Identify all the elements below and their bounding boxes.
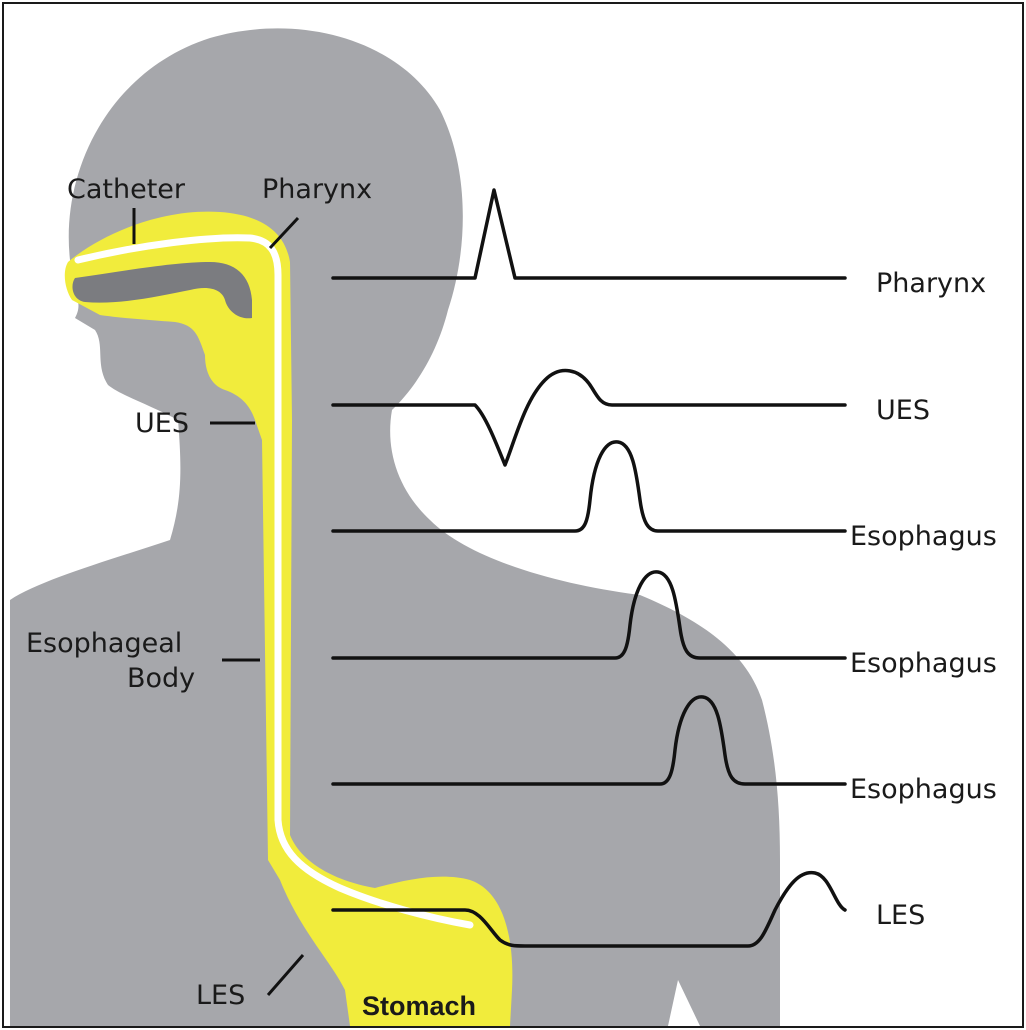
trace-label-esophagus-1: Esophagus xyxy=(850,521,997,552)
trace-label-pharynx: Pharynx xyxy=(876,268,986,299)
stomach-label: Stomach xyxy=(362,991,476,1021)
trace-label-ues: UES xyxy=(876,395,930,426)
esophageal-body-label-line1: Esophageal xyxy=(26,628,182,659)
catheter-label: Catheter xyxy=(67,174,186,205)
trace-label-les: LES xyxy=(876,900,925,931)
trace-label-esophagus-3: Esophagus xyxy=(850,774,997,805)
pharynx-label: Pharynx xyxy=(262,174,372,205)
ues-label: UES xyxy=(135,408,189,439)
esophageal-body-label-line2: Body xyxy=(127,663,195,694)
trace-label-esophagus-2: Esophagus xyxy=(850,648,997,679)
les-label-anatomy: LES xyxy=(196,980,245,1011)
